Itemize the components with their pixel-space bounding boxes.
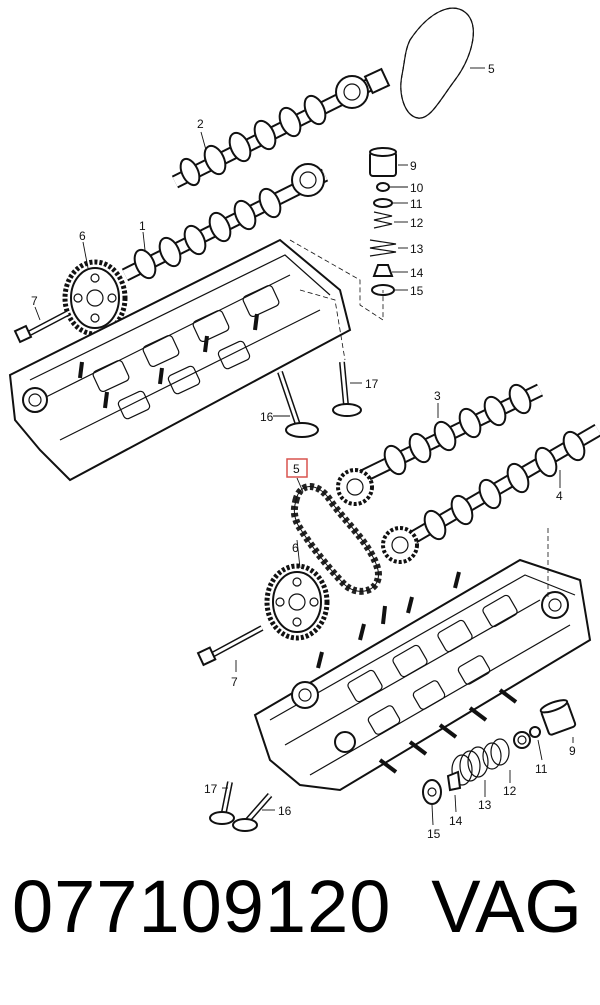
callout-6-top: 6 xyxy=(79,229,86,243)
callout-1: 1 xyxy=(139,219,146,233)
callout-2: 2 xyxy=(197,117,204,131)
callout-5-highlight: 5 xyxy=(286,458,308,478)
callout-7-top: 7 xyxy=(31,294,38,308)
valves-top xyxy=(277,361,362,438)
cylinder-head-top xyxy=(8,238,352,482)
callout-12-bottom: 12 xyxy=(503,784,517,798)
callout-17-bottom: 17 xyxy=(204,782,218,796)
camshaft-3 xyxy=(336,383,544,506)
callout-10-top: 10 xyxy=(410,181,424,195)
callout-11-top: 11 xyxy=(410,197,423,211)
valve-train-bottom xyxy=(422,699,577,805)
timing-chain-top xyxy=(400,7,474,119)
bolt-bottom-7 xyxy=(196,625,264,667)
valve-train-top xyxy=(369,147,397,296)
sprocket-bottom-6 xyxy=(264,563,330,641)
exploded-parts-diagram: 5 2 1 6 7 9 10 11 12 13 14 15 17 16 3 4 … xyxy=(8,7,600,841)
callout-16-top: 16 xyxy=(260,410,274,424)
callout-5-top: 5 xyxy=(488,62,495,76)
callout-15-top: 15 xyxy=(410,284,424,298)
callout-14-top: 14 xyxy=(410,266,424,280)
callout-13-bottom: 13 xyxy=(478,798,492,812)
camshaft-4 xyxy=(381,423,600,564)
brand-name: VAG xyxy=(431,865,582,948)
callout-5-bottom: 5 xyxy=(293,462,300,476)
callout-15-bottom: 15 xyxy=(427,827,441,841)
callout-16-bottom: 16 xyxy=(278,804,292,818)
bolt-top-7 xyxy=(13,310,70,344)
callout-9-top: 9 xyxy=(410,159,417,173)
part-number: 077109120 xyxy=(12,865,392,948)
callout-3: 3 xyxy=(434,389,441,403)
callout-9-bottom: 9 xyxy=(569,744,576,758)
callout-14-bottom: 14 xyxy=(449,814,463,828)
camshaft-upper-2 xyxy=(171,67,391,189)
callout-13-top: 13 xyxy=(410,242,424,256)
callout-17-top: 17 xyxy=(365,377,379,391)
callout-11-bottom: 11 xyxy=(535,762,548,776)
callout-4: 4 xyxy=(556,489,563,503)
cylinder-head-bottom xyxy=(253,558,592,792)
callout-7-bottom: 7 xyxy=(231,675,238,689)
camshaft-lower-1 xyxy=(121,163,329,282)
timing-chain-bottom xyxy=(290,483,382,595)
valves-bottom xyxy=(209,781,273,832)
callout-6-bottom: 6 xyxy=(292,541,299,555)
callout-12-top: 12 xyxy=(410,216,424,230)
sprocket-top-6 xyxy=(62,259,128,337)
